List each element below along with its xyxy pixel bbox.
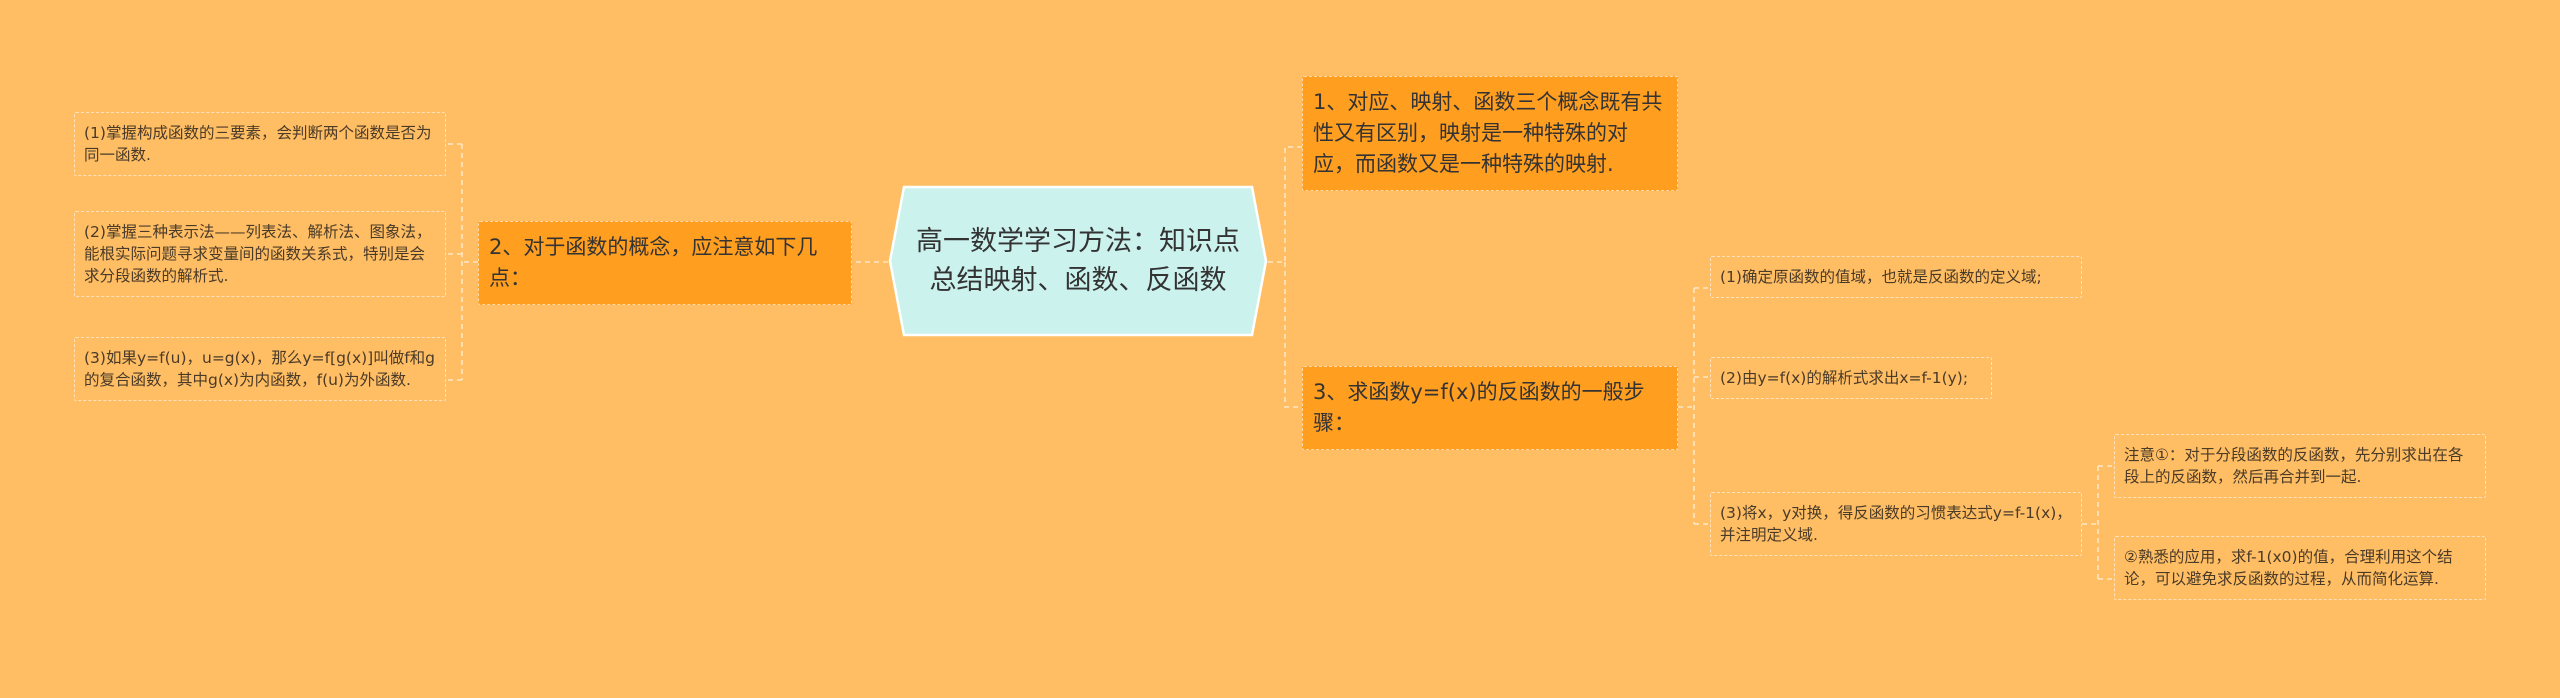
subtopic-composite-function-text: (3)如果y=f(u)，u=g(x)，那么y=f[g(x)]叫做f和g的复合函数… <box>84 349 436 389</box>
note-piecewise-inverse-text: 注意①：对于分段函数的反函数，先分别求出在各段上的反函数，然后再合并到一起. <box>2124 446 2464 486</box>
step-determine-range[interactable]: (1)确定原函数的值域，也就是反函数的定义域; <box>1710 256 2082 298</box>
subtopic-three-elements[interactable]: (1)掌握构成函数的三要素，会判断两个函数是否为同一函数. <box>74 112 446 176</box>
branch-function-concept[interactable]: 2、对于函数的概念，应注意如下几点： <box>478 221 852 305</box>
central-topic[interactable]: 高一数学学习方法：知识点总结映射、函数、反函数 <box>888 185 1268 337</box>
branch-inverse-steps-text: 3、求函数y=f(x)的反函数的一般步骤： <box>1313 380 1645 435</box>
step-swap-variables-text: (3)将x，y对换，得反函数的习惯表达式y=f-1(x)，并注明定义域. <box>1720 504 2072 544</box>
note-inverse-value-text: ②熟悉的应用，求f-1(x0)的值，合理利用这个结论，可以避免求反函数的过程，从… <box>2124 548 2453 588</box>
subtopic-three-elements-text: (1)掌握构成函数的三要素，会判断两个函数是否为同一函数. <box>84 124 432 164</box>
central-topic-title: 高一数学学习方法：知识点总结映射、函数、反函数 <box>916 226 1240 296</box>
link-central-b1 <box>1268 146 1302 263</box>
step-solve-for-x[interactable]: (2)由y=f(x)的解析式求出x=f-1(y); <box>1710 357 1992 399</box>
step-determine-range-text: (1)确定原函数的值域，也就是反函数的定义域; <box>1720 268 2042 286</box>
note-piecewise-inverse[interactable]: 注意①：对于分段函数的反函数，先分别求出在各段上的反函数，然后再合并到一起. <box>2114 434 2486 498</box>
step-swap-variables[interactable]: (3)将x，y对换，得反函数的习惯表达式y=f-1(x)，并注明定义域. <box>1710 492 2082 556</box>
subtopic-composite-function[interactable]: (3)如果y=f(u)，u=g(x)，那么y=f[g(x)]叫做f和g的复合函数… <box>74 337 446 401</box>
subtopic-three-representations-text: (2)掌握三种表示法——列表法、解析法、图象法，能根实际问题寻求变量间的函数关系… <box>84 223 432 285</box>
subtopic-three-representations[interactable]: (2)掌握三种表示法——列表法、解析法、图象法，能根实际问题寻求变量间的函数关系… <box>74 211 446 297</box>
branch-mapping-concepts[interactable]: 1、对应、映射、函数三个概念既有共性又有区别，映射是一种特殊的对应，而函数又是一… <box>1302 76 1678 191</box>
branch-function-concept-text: 2、对于函数的概念，应注意如下几点： <box>489 235 818 290</box>
central-hexagon <box>888 185 1268 337</box>
link-central-b3 <box>1284 262 1302 408</box>
branch-mapping-concepts-text: 1、对应、映射、函数三个概念既有共性又有区别，映射是一种特殊的对应，而函数又是一… <box>1313 90 1663 176</box>
note-inverse-value[interactable]: ②熟悉的应用，求f-1(x0)的值，合理利用这个结论，可以避免求反函数的过程，从… <box>2114 536 2486 600</box>
step-solve-for-x-text: (2)由y=f(x)的解析式求出x=f-1(y); <box>1720 369 1969 387</box>
branch-inverse-steps[interactable]: 3、求函数y=f(x)的反函数的一般步骤： <box>1302 366 1678 450</box>
